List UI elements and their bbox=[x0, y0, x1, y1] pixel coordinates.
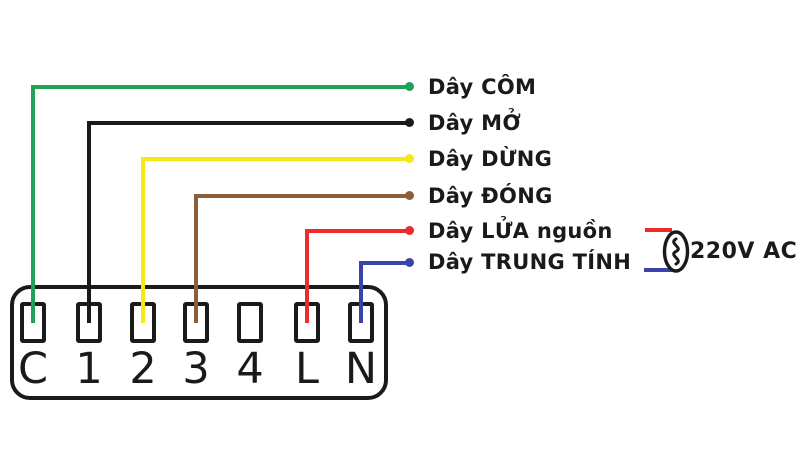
wire-live-label: Dây LỬA nguồn bbox=[428, 219, 613, 243]
wire-neutral-horizontal-segment bbox=[359, 261, 411, 265]
wire-com-vertical-segment bbox=[31, 85, 35, 323]
wire-com-label: Dây CÔM bbox=[428, 75, 537, 99]
wire-open-label: Dây MỞ bbox=[428, 111, 521, 135]
terminal-letter-4: 4 bbox=[236, 344, 264, 394]
wire-live-horizontal-segment bbox=[305, 229, 411, 233]
ac-sine-icon bbox=[662, 230, 690, 273]
wire-close-horizontal-segment bbox=[194, 194, 411, 198]
terminal-letter-1: 1 bbox=[75, 344, 103, 394]
wire-stop-endpoint-dot bbox=[405, 154, 414, 163]
wire-neutral-endpoint-dot bbox=[405, 258, 414, 267]
wire-close-label: Dây ĐÓNG bbox=[428, 184, 553, 208]
terminal-letter-2: 2 bbox=[129, 344, 157, 394]
wire-neutral-vertical-segment bbox=[359, 261, 363, 323]
terminal-letter-n: N bbox=[344, 344, 378, 394]
terminal-letter-l: L bbox=[295, 344, 319, 394]
wire-open-endpoint-dot bbox=[405, 118, 414, 127]
wire-close-endpoint-dot bbox=[405, 191, 414, 200]
ac-neutral-stub bbox=[644, 268, 674, 272]
wire-open-horizontal-segment bbox=[87, 121, 411, 125]
wire-neutral-label: Dây TRUNG TÍNH bbox=[428, 250, 632, 274]
wire-live-vertical-segment bbox=[305, 229, 309, 323]
wire-com-horizontal-segment bbox=[31, 85, 411, 89]
wire-com-endpoint-dot bbox=[405, 82, 414, 91]
terminal-slot-4 bbox=[237, 302, 263, 343]
ac-live-stub bbox=[645, 228, 672, 232]
wire-stop-label: Dây DỪNG bbox=[428, 147, 553, 171]
wire-stop-horizontal-segment bbox=[141, 157, 411, 161]
wire-open-vertical-segment bbox=[87, 121, 91, 323]
wire-live-endpoint-dot bbox=[405, 226, 414, 235]
terminal-letter-c: C bbox=[17, 344, 49, 394]
terminal-letter-3: 3 bbox=[182, 344, 210, 394]
wire-close-vertical-segment bbox=[194, 194, 198, 323]
ac-voltage-label: 220V AC bbox=[690, 239, 798, 264]
wire-stop-vertical-segment bbox=[141, 157, 145, 323]
